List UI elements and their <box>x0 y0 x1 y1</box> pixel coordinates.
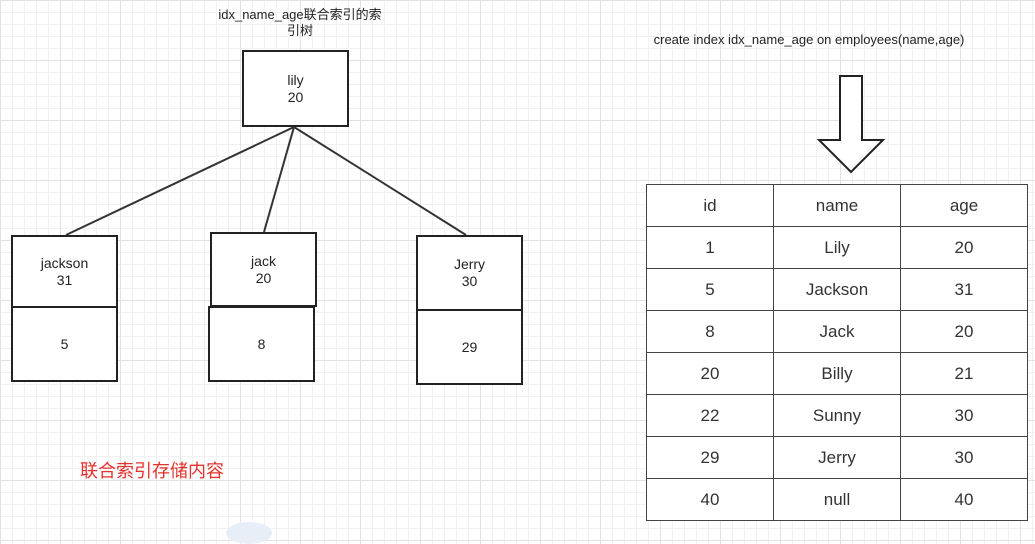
leaf-node-id: 5 <box>60 335 69 352</box>
table-row: 8 Jack 20 <box>646 310 1028 353</box>
index-tree-title: idx_name_age联合索引的索 引树 <box>190 7 410 39</box>
edge-root-to-jerry <box>293 126 467 236</box>
index-tree-title-line-2: 引树 <box>286 23 313 38</box>
table-cell-id: 29 <box>646 436 774 479</box>
table-row: 20 Billy 21 <box>646 352 1028 395</box>
column-header-age: age <box>900 184 1028 227</box>
table-cell-age: 20 <box>900 310 1028 353</box>
root-node-name: lily <box>287 71 304 88</box>
employees-table: id name age 1 Lily 20 5 Jackson 31 8 Jac… <box>646 184 1028 521</box>
table-cell-age: 21 <box>900 352 1028 395</box>
table-row: 22 Sunny 30 <box>646 394 1028 437</box>
table-row: 5 Jackson 31 <box>646 268 1028 311</box>
table-cell-name: null <box>773 478 901 521</box>
table-cell-id: 22 <box>646 394 774 437</box>
leaf-node-id: 8 <box>257 335 266 352</box>
edge-root-to-jack <box>263 126 295 233</box>
table-row: 29 Jerry 30 <box>646 436 1028 479</box>
leaf-node-jackson-key: jackson 31 <box>11 235 118 308</box>
leaf-node-jack-id: 8 <box>208 306 315 382</box>
leaf-node-jerry-id: 29 <box>416 309 523 385</box>
leaf-node-jackson-id: 5 <box>11 306 118 382</box>
column-header-name: name <box>773 184 901 227</box>
table-cell-age: 30 <box>900 394 1028 437</box>
table-cell-age: 20 <box>900 226 1028 269</box>
faded-logo-icon <box>226 522 272 544</box>
storage-note: 联合索引存储内容 <box>80 461 224 481</box>
leaf-node-name: jackson <box>40 254 89 271</box>
table-header-row: id name age <box>646 184 1028 227</box>
table-cell-name: Jerry <box>773 436 901 479</box>
table-cell-id: 8 <box>646 310 774 353</box>
leaf-node-id: 29 <box>461 338 478 355</box>
table-cell-age: 30 <box>900 436 1028 479</box>
table-cell-id: 20 <box>646 352 774 395</box>
index-tree-title-line-1: idx_name_age联合索引的索 <box>218 7 382 22</box>
table-row: 40 null 40 <box>646 478 1028 521</box>
diagram-connectors <box>65 75 886 236</box>
table-cell-name: Sunny <box>773 394 901 437</box>
table-cell-id: 40 <box>646 478 774 521</box>
leaf-node-age: 31 <box>56 271 73 288</box>
table-cell-id: 1 <box>646 226 774 269</box>
leaf-node-age: 20 <box>255 269 272 286</box>
table-cell-id: 5 <box>646 268 774 311</box>
leaf-node-jack-key: jack 20 <box>210 232 317 307</box>
root-node-age: 20 <box>287 88 304 105</box>
table-cell-age: 40 <box>900 478 1028 521</box>
table-cell-age: 31 <box>900 268 1028 311</box>
table-row: 1 Lily 20 <box>646 226 1028 269</box>
leaf-node-name: jack <box>251 252 276 269</box>
column-header-id: id <box>646 184 774 227</box>
root-node: lily 20 <box>242 50 349 127</box>
edge-root-to-jackson <box>65 126 295 236</box>
down-arrow-icon <box>816 75 886 174</box>
table-cell-name: Jack <box>773 310 901 353</box>
table-cell-name: Billy <box>773 352 901 395</box>
table-cell-name: Jackson <box>773 268 901 311</box>
leaf-node-name: Jerry <box>453 256 486 272</box>
table-cell-name: Lily <box>773 226 901 269</box>
leaf-node-age: 30 <box>461 273 478 289</box>
leaf-node-jerry-key: Jerry 30 <box>416 235 523 311</box>
create-index-statement: create index idx_name_age on employees(n… <box>653 32 965 47</box>
